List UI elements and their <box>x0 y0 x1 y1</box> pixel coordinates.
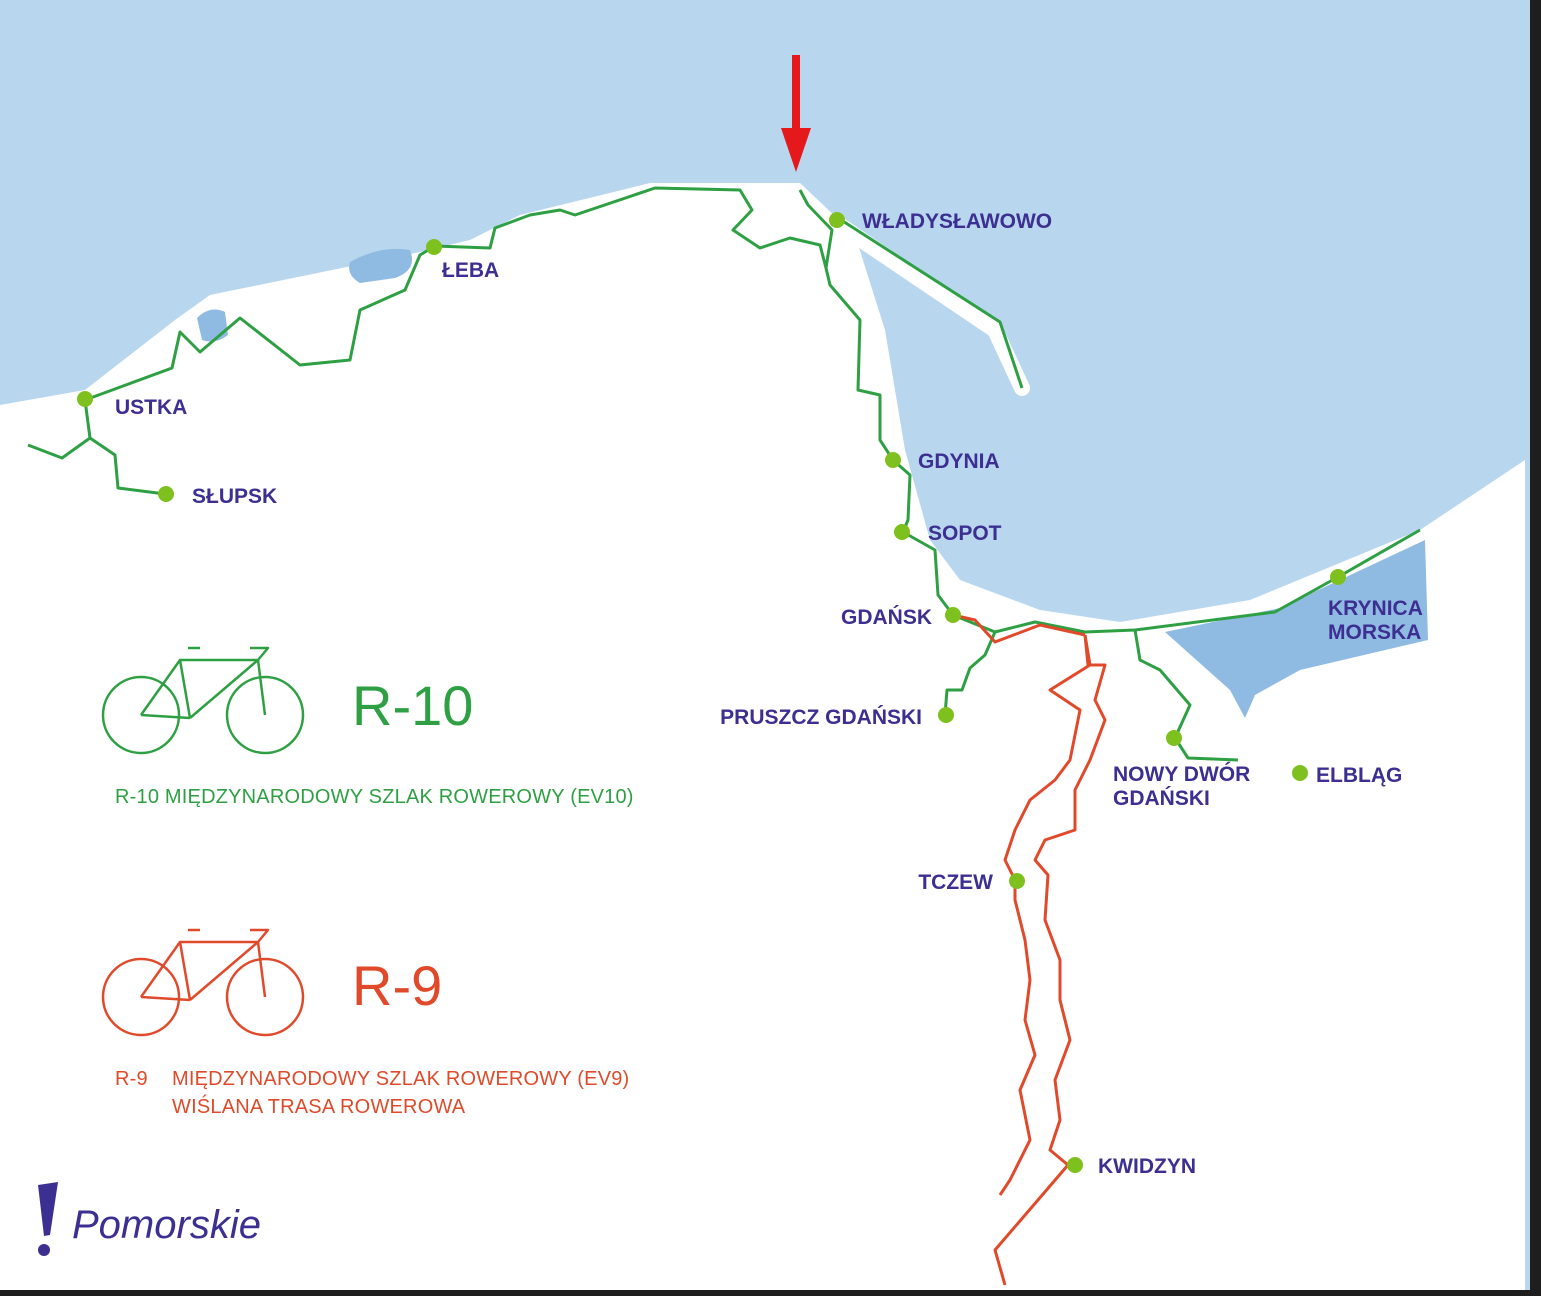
vistula-lagoon <box>1165 540 1428 718</box>
route-r10 <box>27 186 1421 762</box>
legend-r9-prefix: R-9 <box>115 1068 148 1090</box>
city-dot-kwidzyn <box>1067 1157 1083 1173</box>
logo-text: Pomorskie <box>72 1203 261 1247</box>
lake-gardno <box>197 309 228 342</box>
city-dot-sopot <box>894 524 910 540</box>
city-dot-ustka <box>77 391 93 407</box>
city-label-line2-krynica: MORSKA <box>1328 621 1421 644</box>
r10-east <box>952 528 1421 634</box>
legend-r10-code: R-10 <box>352 674 473 737</box>
frame-right <box>1530 0 1541 1296</box>
legend-r9-description-line2: WIŚLANA TRASA ROWEROWA <box>172 1094 466 1118</box>
city-label-kwidzyn: KWIDZYN <box>1098 1155 1196 1178</box>
r10-hel <box>837 216 1024 389</box>
city-dot-krynica <box>1330 569 1346 585</box>
city-dot-elblag <box>1292 765 1308 781</box>
legend-r9 <box>101 928 305 1037</box>
r9-east-bank <box>993 634 1107 1286</box>
city-label-pruszcz-gdanski: PRUSZCZ GDAŃSKI <box>720 706 922 729</box>
city-label-line2-nowy-dwor: GDAŃSKI <box>1113 787 1210 810</box>
city-label--eba: ŁEBA <box>442 259 499 282</box>
city-label-tczew: TCZEW <box>918 871 993 894</box>
city-label-elblag: ELBLĄG <box>1316 764 1402 787</box>
bicycle-icon <box>101 928 305 1037</box>
lake-lebsko <box>349 248 413 283</box>
city-dot-s-upsk <box>158 486 174 502</box>
city-label-s-upsk: SŁUPSK <box>192 485 277 508</box>
frame-bottom <box>0 1290 1541 1296</box>
city-label-krynica: KRYNICA <box>1328 597 1423 620</box>
exclamation-icon <box>38 1182 58 1256</box>
city-dot--eba <box>426 239 442 255</box>
hel-peninsula <box>827 214 1030 396</box>
r10-pruszcz <box>943 631 997 716</box>
r10-nowy-dwor <box>1133 629 1239 762</box>
down-arrow-icon <box>781 55 811 172</box>
city-dot-gdansk <box>945 607 961 623</box>
city-dot-gdynia <box>885 452 901 468</box>
r10-slupsk <box>89 436 166 496</box>
city-dot-tczew <box>1009 873 1025 889</box>
pomorskie-logo: Pomorskie <box>38 1182 261 1256</box>
land-area <box>0 183 1525 1296</box>
legend-r9-description-line1: MIĘDZYNARODOWY SZLAK ROWEROWY (EV9) <box>172 1068 629 1090</box>
city-label-gdansk: GDAŃSK <box>841 606 932 629</box>
city-label-sopot: SOPOT <box>928 522 1002 545</box>
city-markers: WŁADYSŁAWOWO ŁEBA USTKA SŁUPSK GDYNIA SOPOT GD… <box>77 210 1423 1178</box>
city-label-w-adys-awowo: WŁADYSŁAWOWO <box>862 210 1052 233</box>
legend-r10 <box>101 646 305 755</box>
city-label-gdynia: GDYNIA <box>918 450 1000 473</box>
city-label-ustka: USTKA <box>115 396 187 419</box>
r10-coast-west <box>27 186 834 460</box>
bicycle-icon <box>101 646 305 755</box>
city-dot-pruszcz-gdanski <box>938 707 954 723</box>
city-label-nowy-dwor: NOWY DWÓR <box>1113 762 1250 786</box>
city-dot-w-adys-awowo <box>829 212 845 228</box>
r9-gdansk <box>952 613 1086 644</box>
legend-r9-code: R-9 <box>352 954 442 1017</box>
city-dot-nowy-dwor <box>1166 730 1182 746</box>
legend-r10-description: R-10 MIĘDZYNARODOWY SZLAK ROWEROWY (EV10… <box>115 786 634 808</box>
